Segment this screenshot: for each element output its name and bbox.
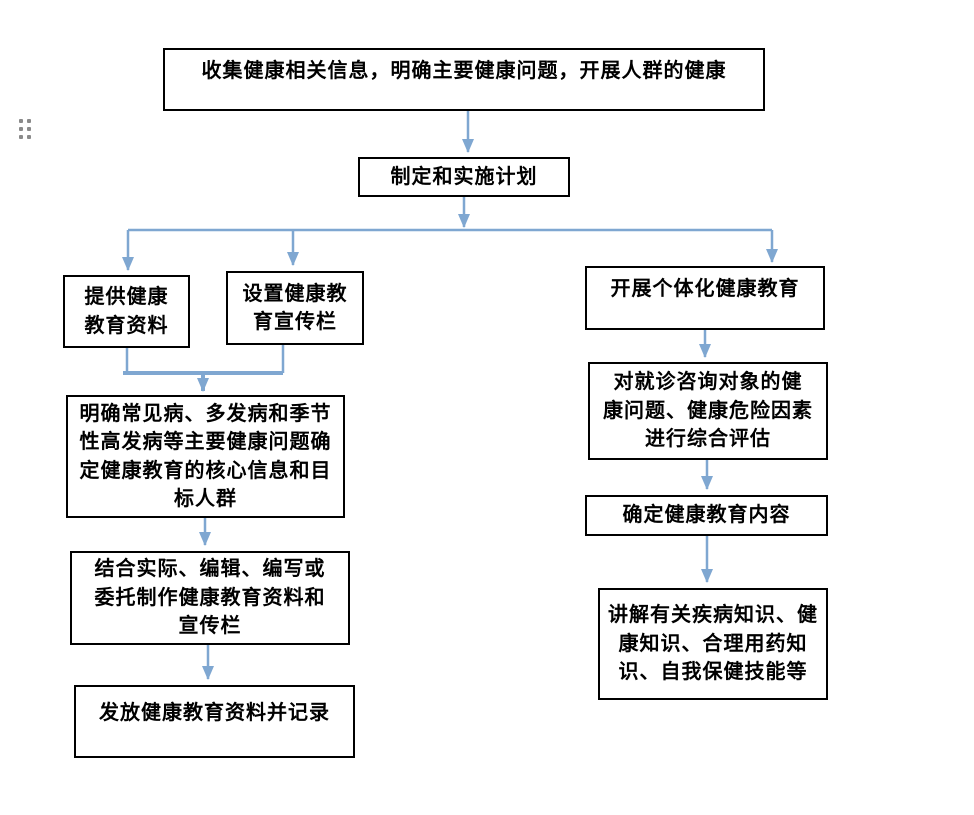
flow-node-assess-label: 对就诊咨询对象的健 康问题、健康危险因素 进行综合评估 <box>603 371 813 451</box>
flow-node-assess[interactable]: 对就诊咨询对象的健 康问题、健康危险因素 进行综合评估 <box>588 362 828 460</box>
flow-node-explain-label: 讲解有关疾病知识、健 康知识、合理用药知 识、自我保健技能等 <box>608 604 818 684</box>
flow-node-provide[interactable]: 提供健康 教育资料 <box>63 275 190 348</box>
flow-node-produce-label: 结合实际、编辑、编写或 委托制作健康教育资料和 宣传栏 <box>94 558 326 638</box>
flow-node-identify[interactable]: 明确常见病、多发病和季节 性高发病等主要健康问题确 定健康教育的核心信息和目 标… <box>66 395 345 518</box>
flow-node-plan-label: 制定和实施计划 <box>390 165 538 188</box>
flow-node-content-label: 确定健康教育内容 <box>622 504 791 527</box>
flow-node-collect[interactable]: 收集健康相关信息，明确主要健康问题，开展人群的健康 <box>163 48 765 111</box>
flow-node-explain[interactable]: 讲解有关疾病知识、健 康知识、合理用药知 识、自我保健技能等 <box>598 588 828 700</box>
flow-node-collect-label: 收集健康相关信息，明确主要健康问题，开展人群的健康 <box>201 60 727 82</box>
flow-node-produce[interactable]: 结合实际、编辑、编写或 委托制作健康教育资料和 宣传栏 <box>70 551 350 645</box>
flow-node-individual-label: 开展个体化健康教育 <box>610 278 800 300</box>
flow-node-content[interactable]: 确定健康教育内容 <box>585 495 828 536</box>
flow-node-provide-label: 提供健康 教育资料 <box>84 286 169 337</box>
flow-node-distribute[interactable]: 发放健康教育资料并记录 <box>74 685 355 758</box>
flow-node-setup[interactable]: 设置健康教 育宣传栏 <box>226 271 364 345</box>
flow-node-setup-label: 设置健康教 育宣传栏 <box>242 282 348 333</box>
flow-node-distribute-label: 发放健康教育资料并记录 <box>99 702 330 724</box>
flow-node-plan[interactable]: 制定和实施计划 <box>358 157 570 197</box>
flow-node-individual[interactable]: 开展个体化健康教育 <box>585 266 825 330</box>
drag-handle-icon[interactable] <box>19 119 31 139</box>
flow-node-identify-label: 明确常见病、多发病和季节 性高发病等主要健康问题确 定健康教育的核心信息和目 标… <box>79 402 332 510</box>
